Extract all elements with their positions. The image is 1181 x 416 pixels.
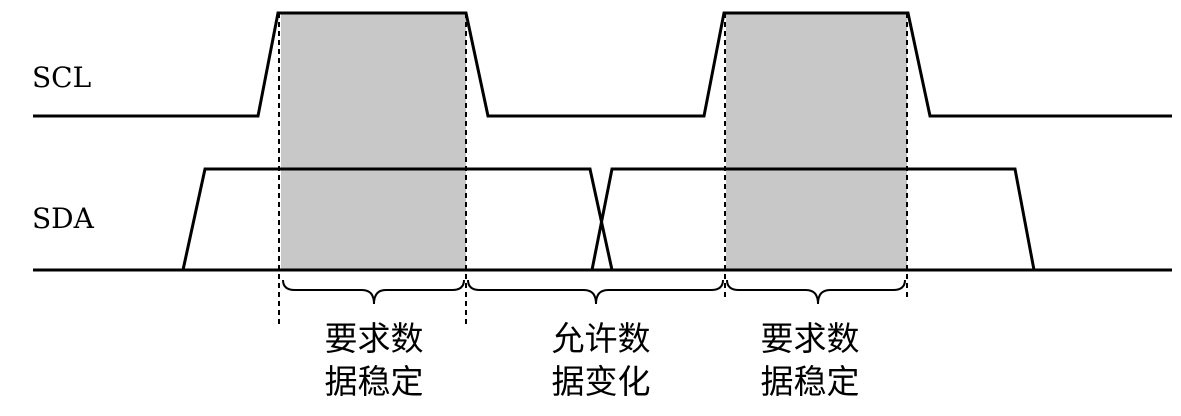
sda-waveform-high-2 xyxy=(590,167,1036,271)
annotation-stable-2-line1: 要求数 xyxy=(761,319,860,358)
brace-stable-2 xyxy=(726,279,906,305)
annotation-change-line1: 允许数 xyxy=(552,319,651,358)
scl-waveform xyxy=(33,11,1172,118)
stable-region-2 xyxy=(726,13,907,270)
sda-label: SDA xyxy=(32,202,95,235)
annotation-change-line2: 据变化 xyxy=(552,362,651,401)
brace-stable-1 xyxy=(282,279,465,305)
annotation-stable-1-line1: 要求数 xyxy=(325,319,424,358)
scl-label: SCL xyxy=(32,61,91,94)
brace-change xyxy=(467,279,724,305)
annotation-stable-2-line2: 据稳定 xyxy=(761,362,860,401)
annotation-stable-1-line2: 据稳定 xyxy=(325,362,424,401)
stable-region-1 xyxy=(281,13,466,270)
